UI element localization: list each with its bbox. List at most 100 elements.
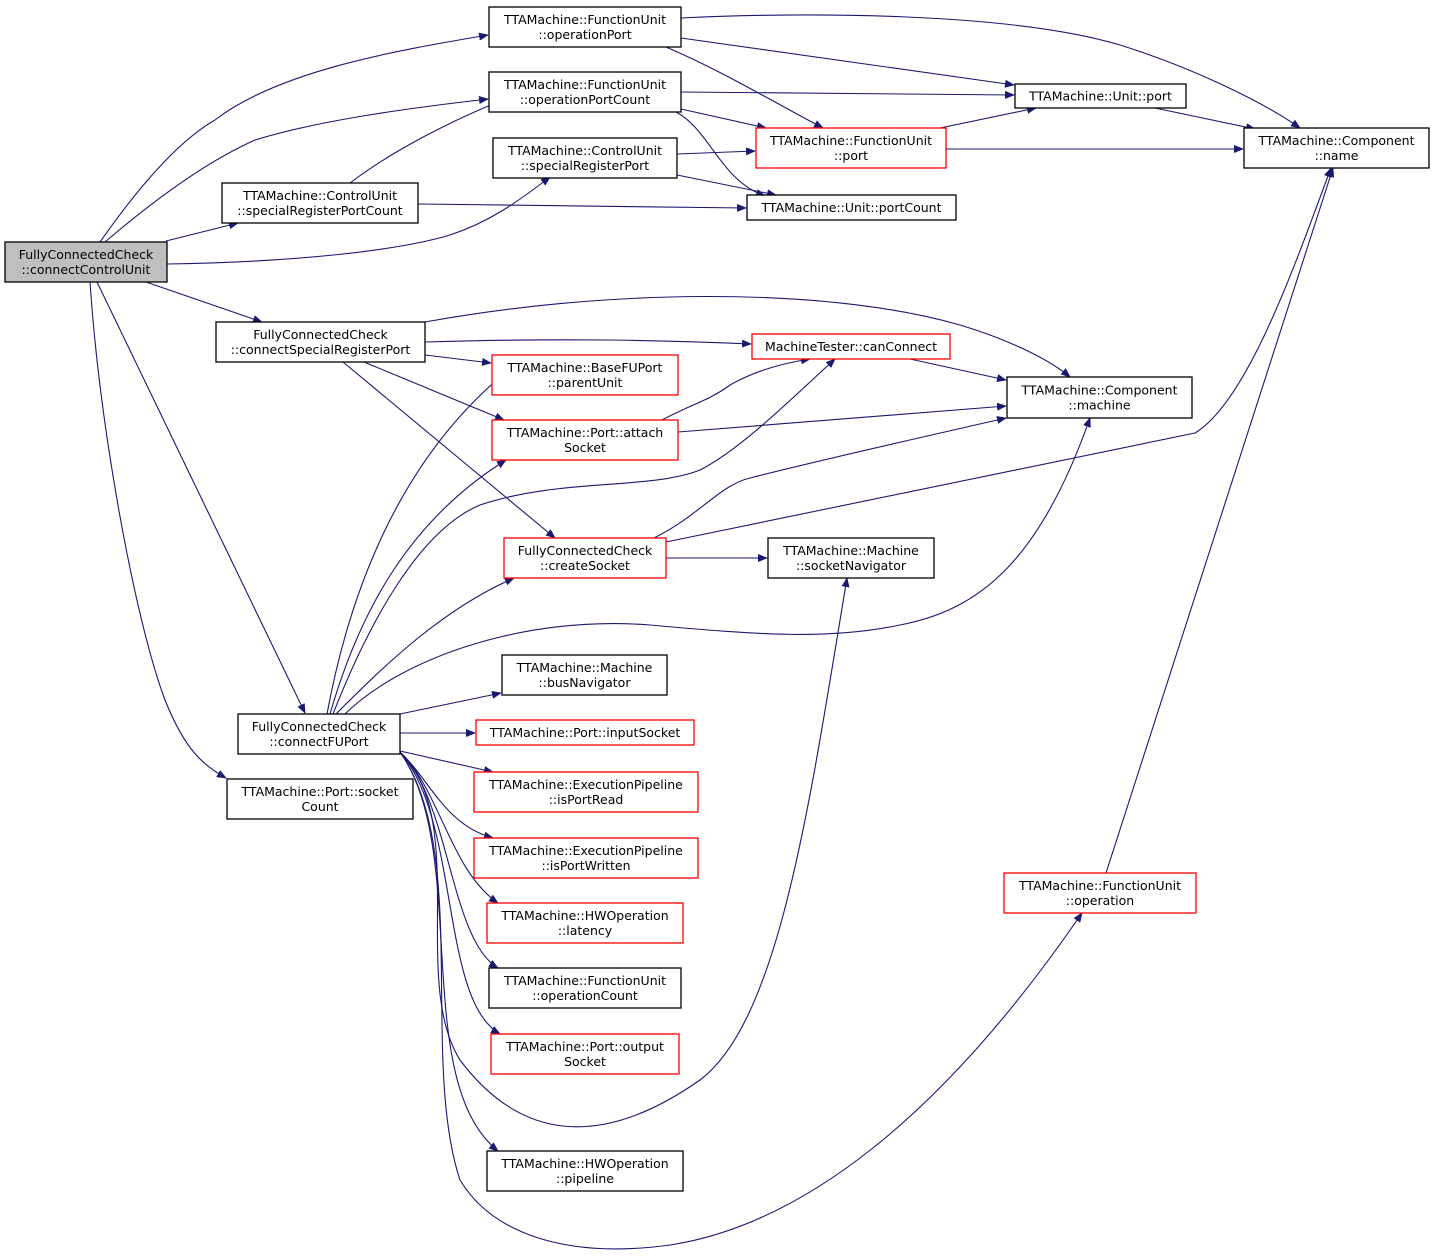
node-unit_portCount[interactable]: TTAMachine::Unit::portCount	[746, 194, 957, 221]
node-cu_specialRegisterPortCount[interactable]: TTAMachine::ControlUnit::specialRegister…	[221, 182, 419, 224]
node-box	[490, 1033, 680, 1075]
edge-cu_specialRegisterPortCount-to-unit_portCount	[417, 203, 747, 212]
edge-fcc_connectFUPort-to-machine_busNavigator	[399, 690, 502, 715]
edge-fcc_connectFUPort-to-fu_operation	[399, 751, 1083, 1250]
node-fcc_createSocket[interactable]: FullyConnectedCheck::createSocket	[503, 537, 667, 579]
node-label: ::connectSpecialRegisterPort	[231, 342, 411, 357]
edge-port_attachSocket-to-mt_canConnect	[661, 356, 811, 421]
edge-fcc_connectFUPort-to-ep_isPortRead	[399, 750, 494, 774]
node-box	[491, 354, 679, 396]
node-label: FullyConnectedCheck	[252, 719, 387, 734]
node-box	[1006, 376, 1193, 419]
node-label: ::busNavigator	[539, 675, 632, 690]
node-label: ::specialRegisterPort	[521, 158, 649, 173]
edge-fu_operationPort-to-unit_port	[680, 37, 1015, 88]
node-box	[488, 967, 682, 1009]
node-box	[237, 713, 401, 755]
node-label: ::isPortRead	[549, 792, 624, 807]
edge-fu_operationPort-to-component_name	[680, 14, 1301, 129]
node-box	[486, 902, 684, 944]
edge-fcc_createSocket-to-component_machine	[653, 416, 1007, 539]
node-label: ::createSocket	[540, 558, 630, 573]
node-machine_busNavigator[interactable]: TTAMachine::Machine::busNavigator	[501, 654, 668, 696]
node-label: ::specialRegisterPortCount	[237, 203, 403, 218]
edge-fcc_connectFUPort-to-port_attachSocket	[329, 459, 507, 715]
node-label: TTAMachine::Unit::portCount	[761, 200, 942, 215]
node-label: TTAMachine::Machine	[516, 660, 653, 675]
edge-fu_operation-to-component_name	[1105, 167, 1335, 874]
edge-fcc_connectFUPort-to-component_machine	[344, 417, 1091, 715]
edge-fu_operationPortCount-to-unit_port	[680, 90, 1015, 99]
node-box	[488, 71, 682, 113]
node-fcc_connectFUPort[interactable]: FullyConnectedCheck::connectFUPort	[237, 713, 401, 755]
edge-fcc_connectSpecialRegisterPort-to-basefuport_parentUnit	[424, 354, 492, 366]
node-label: ::connectControlUnit	[22, 262, 151, 277]
node-box	[473, 837, 699, 879]
node-box	[492, 137, 678, 179]
node-fu_operationPortCount[interactable]: TTAMachine::FunctionUnit::operationPortC…	[488, 71, 682, 113]
node-label: ::machine	[1068, 398, 1130, 413]
node-label: TTAMachine::BaseFUPort	[507, 360, 663, 375]
node-label: TTAMachine::ExecutionPipeline	[488, 777, 683, 792]
node-box	[221, 182, 419, 224]
node-ep_isPortWritten[interactable]: TTAMachine::ExecutionPipeline::isPortWri…	[473, 837, 699, 879]
node-label: ::name	[1315, 148, 1359, 163]
node-label: ::connectFUPort	[269, 734, 368, 749]
node-basefuport_parentUnit[interactable]: TTAMachine::BaseFUPort::parentUnit	[491, 354, 679, 396]
node-label: TTAMachine::FunctionUnit	[503, 973, 666, 988]
node-label: TTAMachine::Port::attach	[506, 425, 664, 440]
node-box	[501, 654, 668, 696]
edge-fcc_connectFUPort-to-machine_socketNavigator	[399, 577, 850, 1128]
node-fcc_connectSpecialRegisterPort[interactable]: FullyConnectedCheck::connectSpecialRegis…	[215, 321, 426, 363]
edge-fu_port-to-unit_port	[939, 105, 1037, 129]
node-component_name[interactable]: TTAMachine::Component::name	[1243, 127, 1430, 169]
node-component_machine[interactable]: TTAMachine::Component::machine	[1006, 376, 1193, 419]
edge-cu_specialRegisterPort-to-fu_port	[676, 147, 756, 156]
node-label: FullyConnectedCheck	[518, 543, 653, 558]
node-hwop_pipeline[interactable]: TTAMachine::HWOperation::pipeline	[486, 1150, 684, 1192]
edge-fcc_connectSpecialRegisterPort-to-fcc_createSocket	[342, 361, 556, 539]
node-label: TTAMachine::FunctionUnit	[503, 12, 666, 27]
node-box	[491, 419, 679, 461]
node-label: ::operationPortCount	[520, 92, 650, 107]
node-label: Socket	[564, 1054, 606, 1069]
node-mt_canConnect[interactable]: MachineTester::canConnect	[751, 333, 951, 360]
edge-port_attachSocket-to-component_machine	[677, 402, 1007, 433]
edge-fcc_connectControlUnit-to-cu_specialRegisterPort	[166, 176, 551, 265]
node-machine_socketNavigator[interactable]: TTAMachine::Machine::socketNavigator	[767, 537, 935, 579]
node-box	[746, 194, 957, 221]
node-fcc_connectControlUnit[interactable]: FullyConnectedCheck::connectControlUnit	[4, 241, 168, 283]
node-box	[473, 771, 699, 813]
node-label: Socket	[564, 440, 606, 455]
edge-fcc_connectFUPort-to-fcc_createSocket	[335, 577, 515, 715]
node-box	[475, 719, 695, 746]
edge-fcc_connectSpecialRegisterPort-to-component_machine	[424, 295, 1071, 378]
node-ep_isPortRead[interactable]: TTAMachine::ExecutionPipeline::isPortRea…	[473, 771, 699, 813]
node-hwop_latency[interactable]: TTAMachine::HWOperation::latency	[486, 902, 684, 944]
edge-unit_port-to-component_name	[1154, 107, 1256, 132]
node-port_inputSocket[interactable]: TTAMachine::Port::inputSocket	[475, 719, 695, 746]
node-label: TTAMachine::ControlUnit	[507, 143, 662, 158]
node-fu_port[interactable]: TTAMachine::FunctionUnit::port	[755, 127, 947, 169]
node-label: TTAMachine::Port::output	[505, 1039, 664, 1054]
node-label: TTAMachine::ExecutionPipeline	[488, 843, 683, 858]
node-label: ::socketNavigator	[796, 558, 907, 573]
node-label: TTAMachine::Unit::port	[1028, 89, 1172, 104]
node-fu_operation[interactable]: TTAMachine::FunctionUnit::operation	[1003, 872, 1197, 914]
node-unit_port[interactable]: TTAMachine::Unit::port	[1014, 83, 1187, 109]
node-cu_specialRegisterPort[interactable]: TTAMachine::ControlUnit::specialRegister…	[492, 137, 678, 179]
node-box	[4, 241, 168, 283]
edge-fu_operationPortCount-to-fu_port	[680, 108, 767, 130]
node-box	[486, 1150, 684, 1192]
edge-fcc_connectFUPort-to-port_outputSocket	[399, 751, 501, 1035]
node-fu_operationCount[interactable]: TTAMachine::FunctionUnit::operationCount	[488, 967, 682, 1009]
node-label: ::isPortWritten	[541, 858, 630, 873]
edge-fcc_connectControlUnit-to-fcc_connectSpecialRegisterPort	[145, 281, 263, 323]
node-fu_operationPort[interactable]: TTAMachine::FunctionUnit::operationPort	[488, 6, 682, 48]
node-label: TTAMachine::Port::socket	[240, 784, 398, 799]
node-label: TTAMachine::Component	[1021, 383, 1178, 398]
